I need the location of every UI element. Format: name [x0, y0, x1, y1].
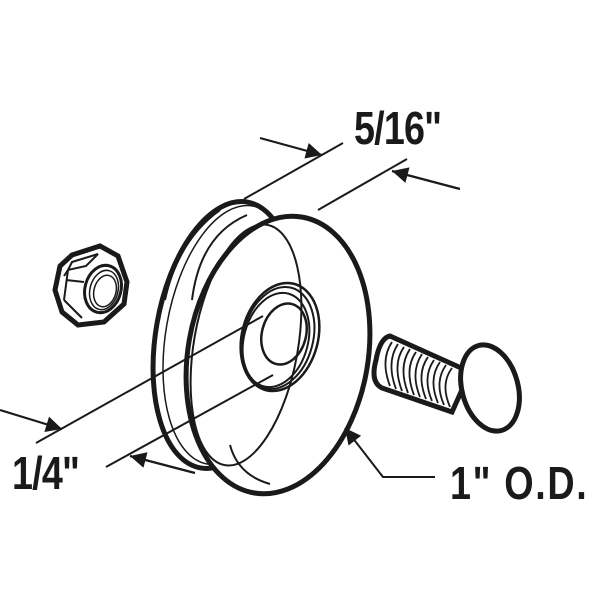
width-dimension-label: 5/16": [354, 102, 442, 154]
bore-dimension: [0, 315, 274, 475]
width-dimension: [243, 136, 461, 211]
od-dimension: [344, 427, 435, 478]
screw-icon: [371, 333, 522, 434]
outer-diameter-label: 1" O.D.: [450, 457, 589, 509]
bore-dimension-label: 1/4": [12, 447, 80, 499]
hex-nut-icon: [52, 243, 130, 328]
wheel-icon: [150, 199, 373, 497]
